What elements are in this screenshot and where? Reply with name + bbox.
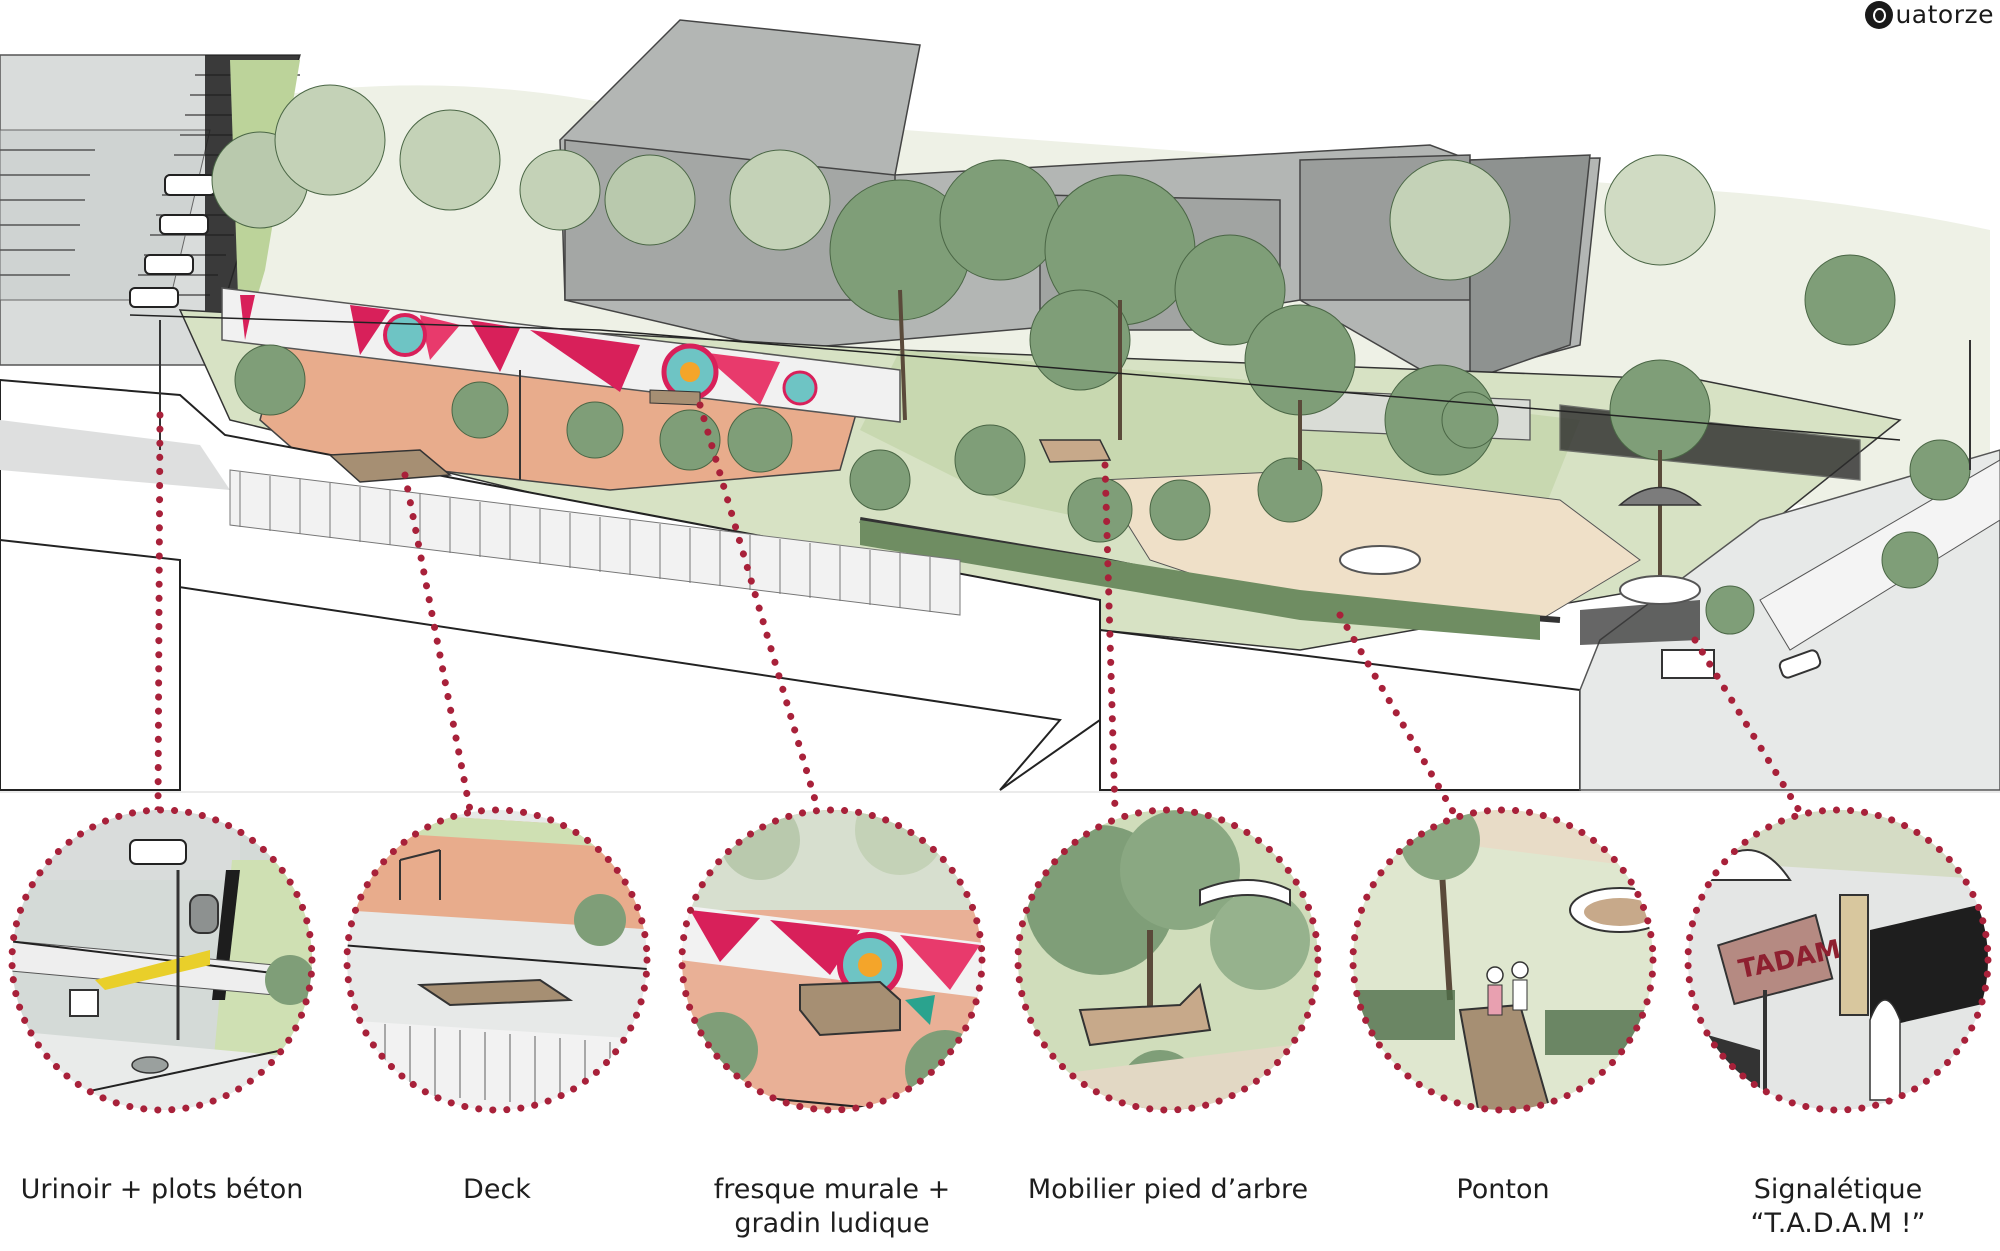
trees: [211, 84, 1971, 635]
caption-fresque: fresque murale + gradin ludique: [682, 1173, 982, 1241]
axonometric-view: [0, 19, 2000, 791]
caption-line: Deck: [463, 1174, 531, 1205]
tree-planters: [1339, 545, 1701, 605]
caption-line: Signalétique: [1753, 1174, 1923, 1205]
front-railings: [229, 469, 961, 616]
caption-mobilier: Mobilier pied d’arbre: [1018, 1173, 1318, 1207]
caption-line: fresque murale +: [713, 1174, 951, 1205]
overhead-cable: [129, 314, 1901, 441]
callout-deck: [343, 806, 651, 1114]
mural-wall: [221, 287, 901, 423]
caption-line: “T.A.D.A.M !”: [1750, 1208, 1926, 1239]
callout-ponton: [1349, 806, 1657, 1114]
callout-urinoir: [8, 806, 316, 1114]
caption-line: Ponton: [1456, 1174, 1550, 1205]
brand-name: uatorze: [1895, 0, 1994, 29]
caption-line: Urinoir + plots béton: [20, 1174, 304, 1205]
q-letter-icon: [1865, 0, 1894, 29]
caption-line: gradin ludique: [734, 1208, 930, 1239]
callout-leaders: [154, 401, 1804, 819]
hedge: [860, 520, 1540, 640]
caption-ponton: Ponton: [1353, 1173, 1653, 1207]
callout-signaletique: TADAM: [1684, 806, 1992, 1114]
deck-platform: [328, 389, 701, 483]
caption-signaletique: Signalétique “T.A.D.A.M !”: [1688, 1173, 1988, 1241]
right-street: [1580, 459, 2000, 679]
brand-logo: uatorze: [1865, 0, 1994, 29]
callout-fresque: [678, 806, 986, 1114]
caption-line: Mobilier pied d’arbre: [1027, 1174, 1309, 1205]
caption-deck: Deck: [347, 1173, 647, 1207]
tree-furniture: [1038, 439, 1112, 463]
caption-urinoir: Urinoir + plots béton: [12, 1173, 312, 1207]
callout-mobilier: [1014, 806, 1322, 1114]
play-dome: [1618, 486, 1702, 506]
